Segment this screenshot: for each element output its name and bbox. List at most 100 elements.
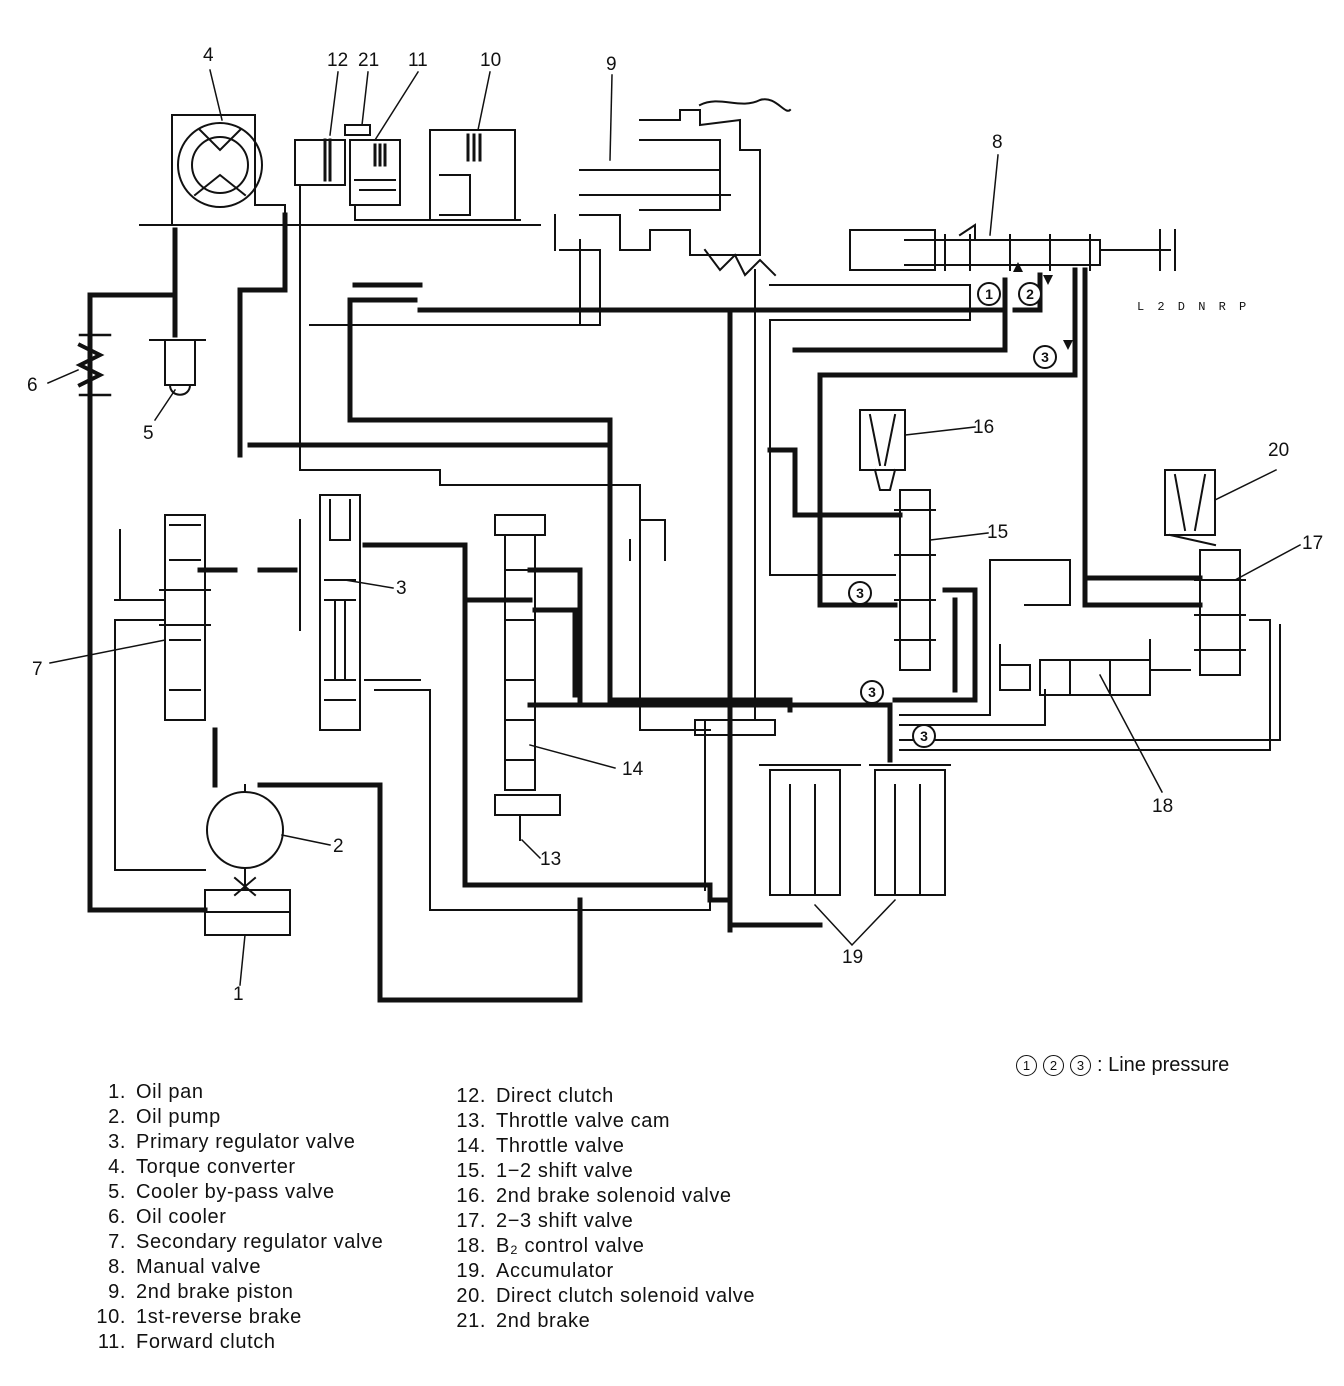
callout-2: 2 <box>333 836 344 857</box>
b2-control-valve <box>999 659 1151 696</box>
callout-8: 8 <box>992 132 1003 153</box>
legend-number: 20. <box>456 1285 486 1307</box>
legend-number: 2. <box>108 1106 126 1128</box>
legend-item: 8. Manual valve <box>88 1255 383 1280</box>
callout-7: 7 <box>32 659 43 680</box>
callout-11: 11 <box>408 50 428 71</box>
hydraulic-circuit-diagram: 4 12 21 11 10 9 8 6 5 16 20 15 17 3 7 14… <box>27 46 1324 1005</box>
legend-label: B₂ control valve <box>496 1235 645 1257</box>
callout-6: 6 <box>27 375 38 396</box>
accumulator <box>759 764 951 896</box>
legend-item: 19. Accumulator <box>448 1259 755 1284</box>
legend-number: 7. <box>108 1231 126 1253</box>
legend-number: 9. <box>108 1281 126 1303</box>
legend-label: Oil pump <box>136 1106 221 1128</box>
callout-18: 18 <box>1152 796 1174 817</box>
legend-label: 1st-reverse brake <box>136 1306 302 1328</box>
circuit-drawing <box>47 69 1302 1003</box>
callout-5: 5 <box>143 423 154 444</box>
line-pressure-text: : Line pressure <box>1097 1054 1230 1076</box>
flow-arrows <box>1013 262 1073 350</box>
secondary-regulator-valve <box>159 514 211 721</box>
legend-label: Manual valve <box>136 1256 262 1278</box>
legend-label: 2−3 shift valve <box>496 1210 634 1232</box>
control-passages <box>114 214 1281 911</box>
clutch-pack <box>294 124 541 226</box>
callout-15: 15 <box>987 522 1009 543</box>
second-brake-piston <box>579 98 792 277</box>
pressure-marker-3: 3 <box>912 724 936 748</box>
legend-label: Throttle valve cam <box>496 1110 671 1132</box>
legend-item: 13.Throttle valve cam <box>448 1109 755 1134</box>
legend-number: 1. <box>108 1081 126 1103</box>
legend-label: Torque converter <box>136 1156 296 1178</box>
legend-number: 5. <box>108 1181 126 1203</box>
legend-label: Direct clutch <box>496 1085 614 1107</box>
legend-number: 14. <box>456 1135 486 1157</box>
shift-valve-1-2 <box>859 409 936 671</box>
pressure-symbol-1: 1 <box>1016 1055 1037 1076</box>
legend-item: 12. Direct clutch <box>448 1084 755 1109</box>
cooler-bypass-valve <box>149 339 206 396</box>
legend-item: 20. Direct clutch solenoid valve <box>448 1284 755 1309</box>
callout-1: 1 <box>233 984 244 1005</box>
legend-label: 2nd brake solenoid valve <box>496 1185 732 1207</box>
callout-20: 20 <box>1268 440 1290 461</box>
throttle-valve <box>494 514 561 841</box>
legend-item: 6.Oil cooler <box>88 1205 383 1230</box>
legend-item: 10. 1st-reverse brake <box>88 1305 383 1330</box>
line-pressure-note: 1 2 3 : Line pressure <box>1016 1054 1229 1077</box>
legend-number: 8. <box>108 1256 126 1278</box>
legend-label: 2nd brake piston <box>136 1281 294 1303</box>
pressure-marker-3: 3 <box>848 581 872 605</box>
legend-label: Primary regulator valve <box>136 1131 356 1153</box>
callout-14: 14 <box>622 759 644 780</box>
oil-pump <box>206 784 284 897</box>
legend-left-column: 1. Oil pan 2. Oil pump 3. Primary regulator… <box>88 1080 383 1355</box>
legend-number: 4. <box>108 1156 126 1178</box>
legend-number: 15. <box>456 1160 486 1182</box>
legend-number: 17. <box>456 1210 486 1232</box>
torque-converter <box>139 114 301 226</box>
legend-item: 2. Oil pump <box>88 1105 383 1130</box>
legend-item: 7. Secondary regulator valve <box>88 1230 383 1255</box>
legend-item: 11. Forward clutch <box>88 1330 383 1355</box>
legend-item: 15. 1−2 shift valve <box>448 1159 755 1184</box>
oil-cooler <box>75 333 112 397</box>
legend-item: 17. 2−3 shift valve <box>448 1209 755 1234</box>
oil-pan <box>204 889 291 936</box>
legend-item: 1. Oil pan <box>88 1080 383 1105</box>
legend-number: 12. <box>456 1085 486 1107</box>
legend-number: 10. <box>96 1306 126 1328</box>
legend-item: 14.Throttle valve <box>448 1134 755 1159</box>
legend-label: Secondary regulator valve <box>136 1231 384 1253</box>
legend-label: Forward clutch <box>136 1331 276 1353</box>
legend-item: 16.2nd brake solenoid valve <box>448 1184 755 1209</box>
callout-9: 9 <box>606 54 617 75</box>
legend-right-column: 12. Direct clutch 13.Throttle valve cam 1… <box>448 1084 755 1334</box>
callout-10: 10 <box>480 50 502 71</box>
legend-label: Oil cooler <box>136 1206 227 1228</box>
pressure-marker-1: 1 <box>977 282 1001 306</box>
legend-label: Oil pan <box>136 1081 204 1103</box>
legend-label: 2nd brake <box>496 1310 591 1332</box>
legend-number: 19. <box>456 1260 486 1282</box>
callout-12: 12 <box>327 50 349 71</box>
pressure-marker-3: 3 <box>860 680 884 704</box>
leader-lines <box>47 69 1302 986</box>
legend-number: 3. <box>108 1131 126 1153</box>
callout-16: 16 <box>973 417 995 438</box>
legend-item: 18. B₂ control valve <box>448 1234 755 1259</box>
legend-number: 11. <box>97 1331 126 1353</box>
line-pressure-passages <box>87 212 1203 1003</box>
manual-valve <box>849 223 1176 271</box>
legend-label: Accumulator <box>496 1260 614 1282</box>
shift-valve-2-3 <box>1164 469 1246 676</box>
callout-17: 17 <box>1302 533 1324 554</box>
legend-number: 18. <box>456 1235 486 1257</box>
legend-label: 1−2 shift valve <box>496 1160 634 1182</box>
legend-label: Direct clutch solenoid valve <box>496 1285 756 1307</box>
primary-regulator-valve <box>319 494 361 731</box>
callout-21: 21 <box>358 50 380 71</box>
pressure-symbol-2: 2 <box>1043 1055 1064 1076</box>
